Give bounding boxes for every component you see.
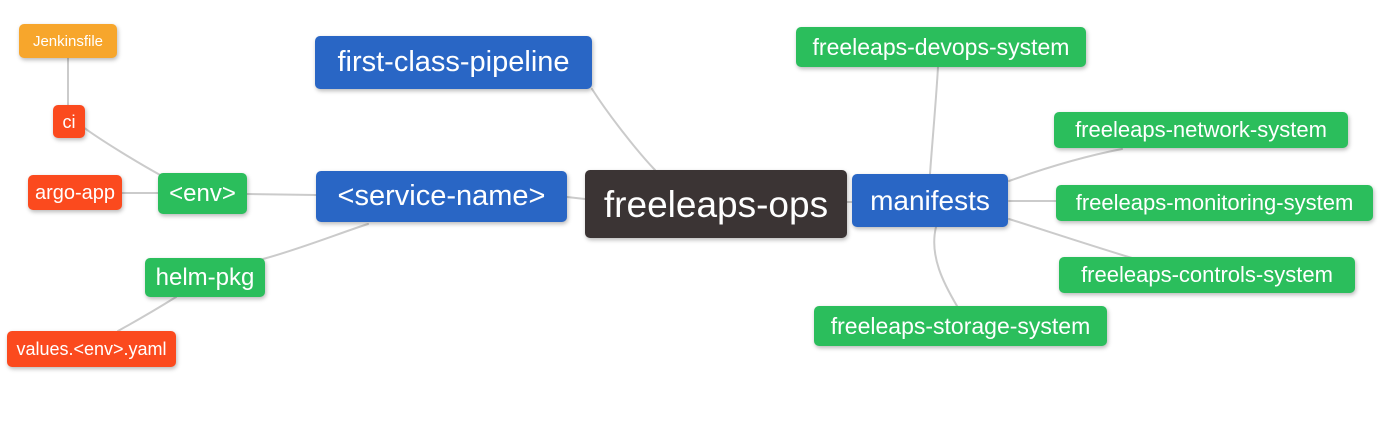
node-freeleaps-network-system[interactable]: freeleaps-network-system (1054, 112, 1348, 148)
node-helm-pkg[interactable]: helm-pkg (145, 258, 265, 297)
edge-manifests-network-system (1008, 148, 1123, 182)
node-ci[interactable]: ci (53, 105, 85, 138)
edge-manifests-controls-system (1008, 218, 1133, 259)
edge-values-yaml-helm-pkg (117, 296, 177, 332)
node-service-name[interactable]: <service-name> (316, 171, 567, 222)
edge-manifests-devops-system (929, 66, 939, 175)
node-argo-app[interactable]: argo-app (28, 175, 122, 210)
edge-env-service-name (246, 193, 317, 196)
edge-first-class-pipeline-ops (591, 88, 656, 171)
node-freeleaps-devops-system[interactable]: freeleaps-devops-system (796, 27, 1086, 67)
edge-manifests-storage-system (933, 226, 958, 307)
node-env[interactable]: <env> (158, 173, 247, 214)
edge-ci-env (82, 126, 163, 177)
edge-service-name-ops (566, 196, 586, 200)
node-freeleaps-monitoring-system[interactable]: freeleaps-monitoring-system (1056, 185, 1373, 221)
node-values-env-yaml[interactable]: values.<env>.yaml (7, 331, 176, 367)
node-jenkinsfile[interactable]: Jenkinsfile (19, 24, 117, 58)
edge-helm-pkg-service-name (262, 223, 369, 260)
node-freeleaps-ops-root[interactable]: freeleaps-ops (585, 170, 847, 238)
node-first-class-pipeline[interactable]: first-class-pipeline (315, 36, 592, 89)
node-freeleaps-storage-system[interactable]: freeleaps-storage-system (814, 306, 1107, 346)
node-freeleaps-controls-system[interactable]: freeleaps-controls-system (1059, 257, 1355, 293)
node-manifests[interactable]: manifests (852, 174, 1008, 227)
